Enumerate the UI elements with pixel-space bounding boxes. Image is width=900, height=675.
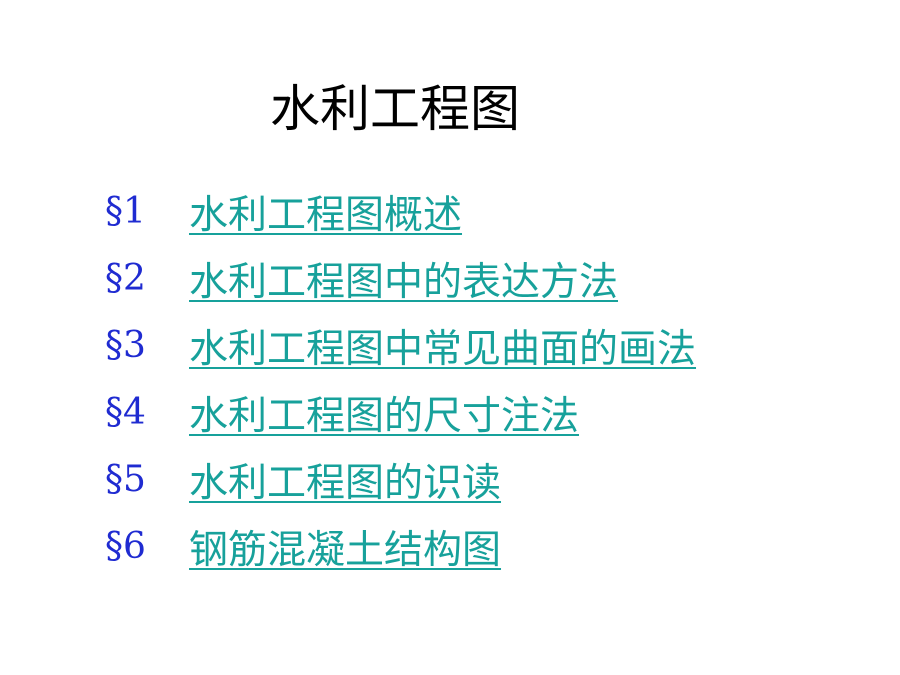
section-number: §5 [105,459,146,500]
table-of-contents: §1 水利工程图概述 §2 水利工程图中的表达方法 §3 水利工程图中常见曲面的… [105,178,865,580]
toc-item-3: §3 水利工程图中常见曲面的画法 [105,312,865,379]
section-link[interactable]: 钢筋混凝土结构图 [189,527,502,573]
section-number: §3 [105,325,146,366]
toc-item-5: §5 水利工程图的识读 [105,446,865,513]
section-number: §6 [105,526,146,567]
toc-item-6: §6 钢筋混凝土结构图 [105,513,865,580]
section-link[interactable]: 水利工程图中的表达方法 [189,259,619,305]
section-link[interactable]: 水利工程图的尺寸注法 [189,393,580,439]
section-link[interactable]: 水利工程图的识读 [189,460,502,506]
section-number: §4 [105,392,146,433]
slide-title: 水利工程图 [270,80,520,138]
toc-item-4: §4 水利工程图的尺寸注法 [105,379,865,446]
section-number: §2 [105,258,146,299]
section-link[interactable]: 水利工程图中常见曲面的画法 [189,326,697,372]
toc-item-1: §1 水利工程图概述 [105,178,865,245]
section-number: §1 [105,191,146,232]
toc-item-2: §2 水利工程图中的表达方法 [105,245,865,312]
section-link[interactable]: 水利工程图概述 [189,192,463,238]
